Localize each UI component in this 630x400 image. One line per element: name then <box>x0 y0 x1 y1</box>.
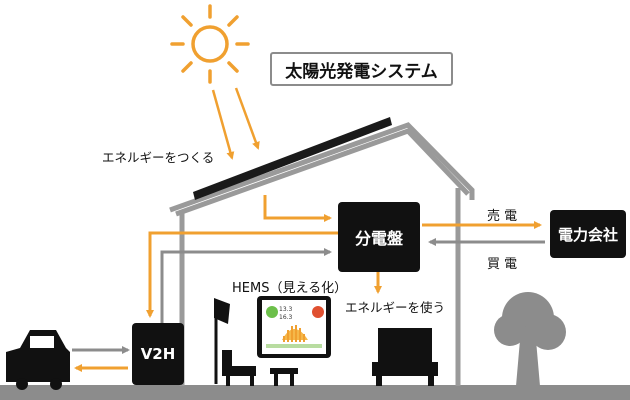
arrow-panel-to-board <box>263 195 332 222</box>
diagram-title: 太陽光発電システム <box>270 52 453 86</box>
ground <box>0 385 630 400</box>
floor-lamp-icon <box>214 298 230 384</box>
label-hems: HEMS（見える化） <box>232 281 348 296</box>
arrow-board-to-v2h <box>146 231 338 318</box>
label-sell: 売 電 <box>487 209 518 224</box>
hems-tablet <box>257 296 331 358</box>
label-buy: 買 電 <box>487 257 518 272</box>
solar-panel <box>193 117 392 200</box>
hems-reading-2: 16.3 <box>279 314 293 321</box>
distribution-board-box: 分電盤 <box>338 202 420 272</box>
v2h-box: V2H <box>132 323 184 385</box>
power-company-box: 電力会社 <box>550 210 626 258</box>
distribution-board-label: 分電盤 <box>354 229 403 248</box>
power-company-label: 電力会社 <box>557 225 618 244</box>
hems-reading-1: 13.3 <box>279 306 293 313</box>
arrow-v2h-to-board <box>160 248 332 326</box>
side-table-icon <box>270 368 298 386</box>
car-icon <box>6 330 70 390</box>
sunlight-arrows <box>211 87 260 160</box>
sun-icon <box>170 4 250 84</box>
label-use-energy: エネルギーを使う <box>345 300 446 315</box>
label-create-energy: エネルギーをつくる <box>102 150 215 165</box>
chair-icon <box>222 350 256 386</box>
v2h-label: V2H <box>140 345 176 363</box>
tree-icon <box>494 292 566 386</box>
tv-icon <box>372 328 438 386</box>
